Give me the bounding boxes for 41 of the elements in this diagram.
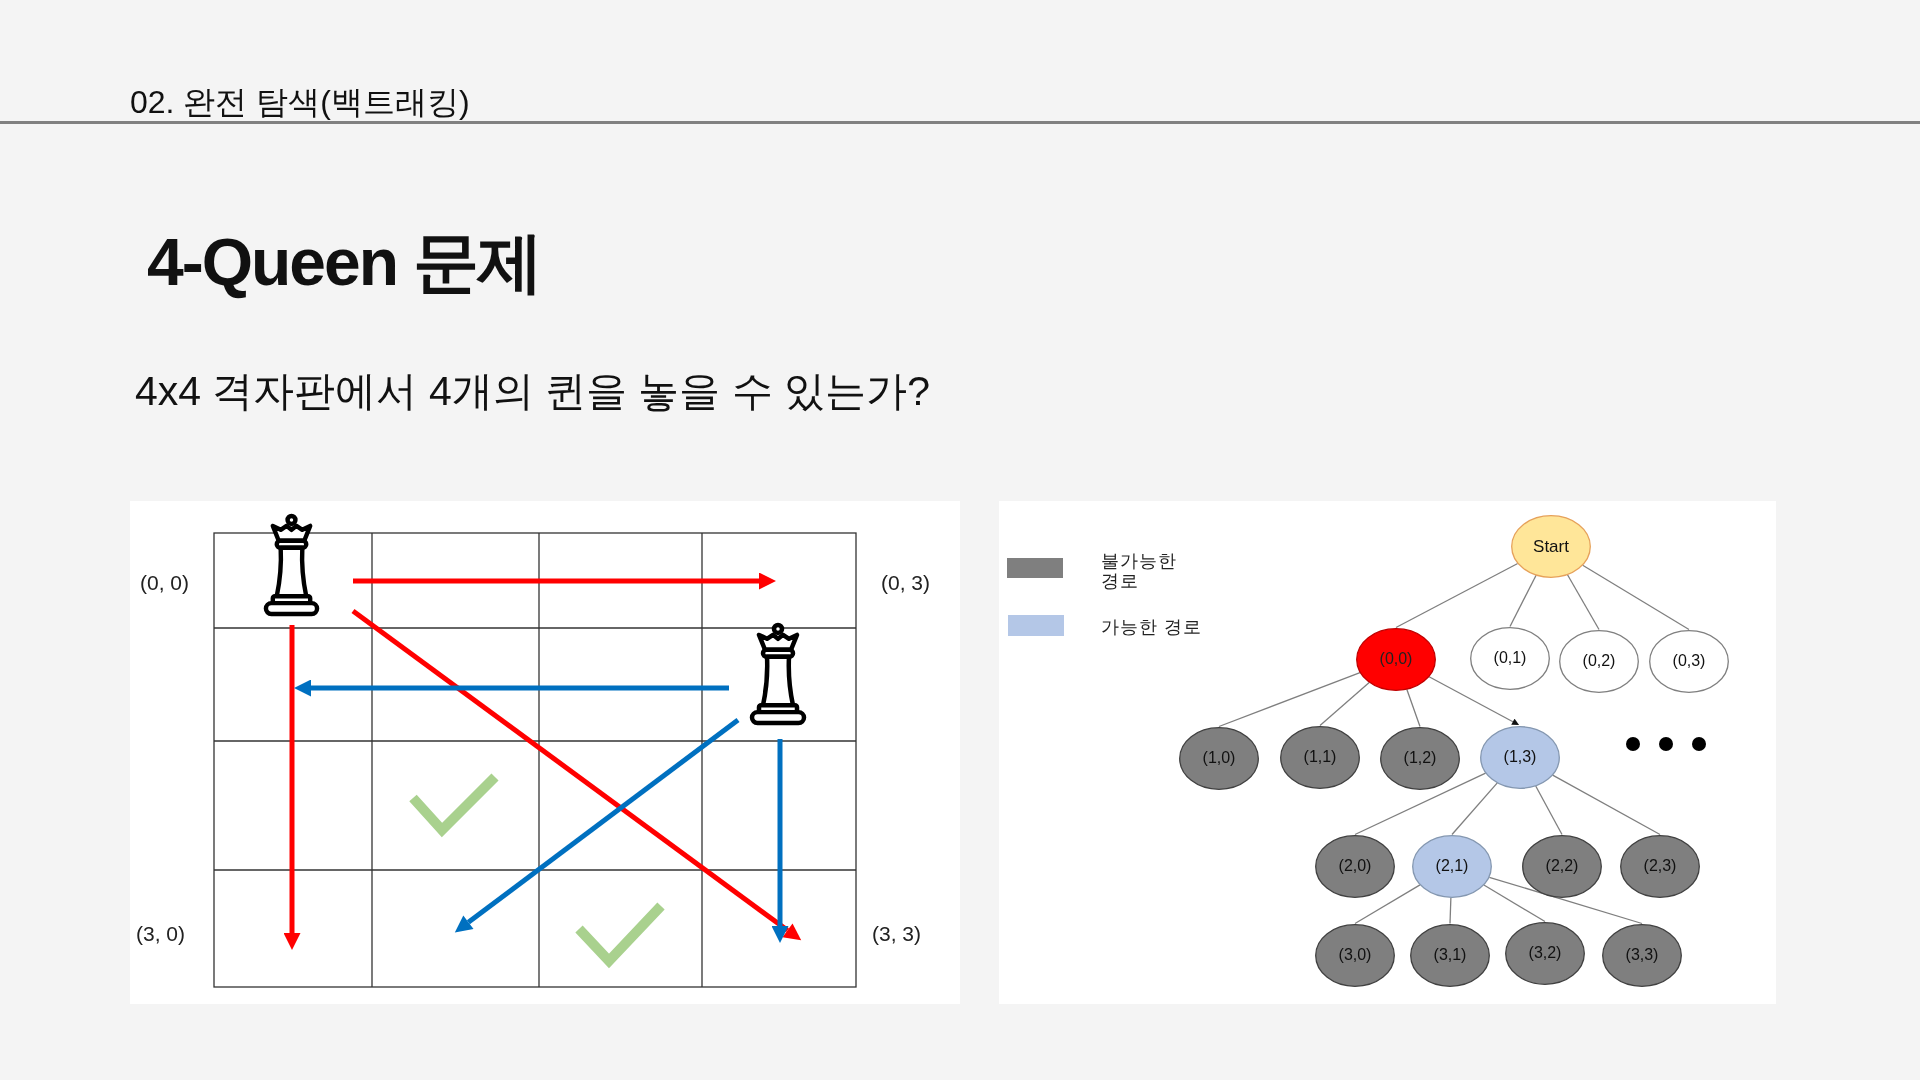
- tree-node: (2,3): [1620, 834, 1700, 898]
- coordinate-label: (0, 3): [881, 572, 930, 593]
- tree-node: (3,3): [1602, 923, 1682, 987]
- tree-node: (0,2): [1559, 629, 1639, 693]
- tree-node: (0,3): [1649, 629, 1729, 693]
- connector-line: [1354, 884, 1421, 925]
- connector-line: [1451, 782, 1498, 836]
- tree-node: (1,0): [1179, 726, 1259, 790]
- legend-label: 불가능한 경로: [1101, 551, 1178, 591]
- connector-line: [1582, 564, 1690, 631]
- connector-line: [1509, 574, 1537, 628]
- connector-line: [1218, 672, 1361, 728]
- connector-line: [1395, 562, 1519, 629]
- tree-node: (3,2): [1505, 921, 1585, 985]
- coordinate-label: (3, 3): [872, 923, 921, 944]
- tree-node: (3,0): [1315, 923, 1395, 987]
- section-heading: 02. 완전 탐색(백트래킹): [130, 86, 470, 118]
- arrow: [1428, 676, 1520, 725]
- tree-node: (3,1): [1410, 923, 1490, 987]
- tree-node: (2,2): [1522, 834, 1602, 898]
- coordinate-label: (0, 0): [140, 572, 189, 593]
- connector-line: [1406, 688, 1421, 728]
- connector-line: [1488, 876, 1643, 925]
- coordinate-label: (3, 0): [136, 923, 185, 944]
- tree-node: (2,1): [1412, 834, 1492, 898]
- connector-line: [1319, 681, 1370, 727]
- tree-node: (0,0): [1356, 627, 1436, 691]
- tree-node: (2,0): [1315, 834, 1395, 898]
- connector-line: [1449, 896, 1452, 925]
- connector-line: [1552, 774, 1661, 836]
- question-text: 4x4 격자판에서 4개의 퀸을 놓을 수 있는가?: [135, 371, 931, 412]
- tree-node: (0,1): [1470, 626, 1550, 690]
- connector-line: [1566, 574, 1600, 631]
- connector-line: [1535, 785, 1563, 836]
- tree-node: (1,1): [1280, 725, 1360, 789]
- tree-node: (1,3): [1480, 725, 1560, 789]
- connector-line: [1483, 884, 1546, 923]
- legend-label: 가능한 경로: [1101, 617, 1202, 637]
- connector-line: [1354, 772, 1487, 836]
- tree-node: (1,2): [1380, 726, 1460, 790]
- tree-node: Start: [1511, 514, 1591, 578]
